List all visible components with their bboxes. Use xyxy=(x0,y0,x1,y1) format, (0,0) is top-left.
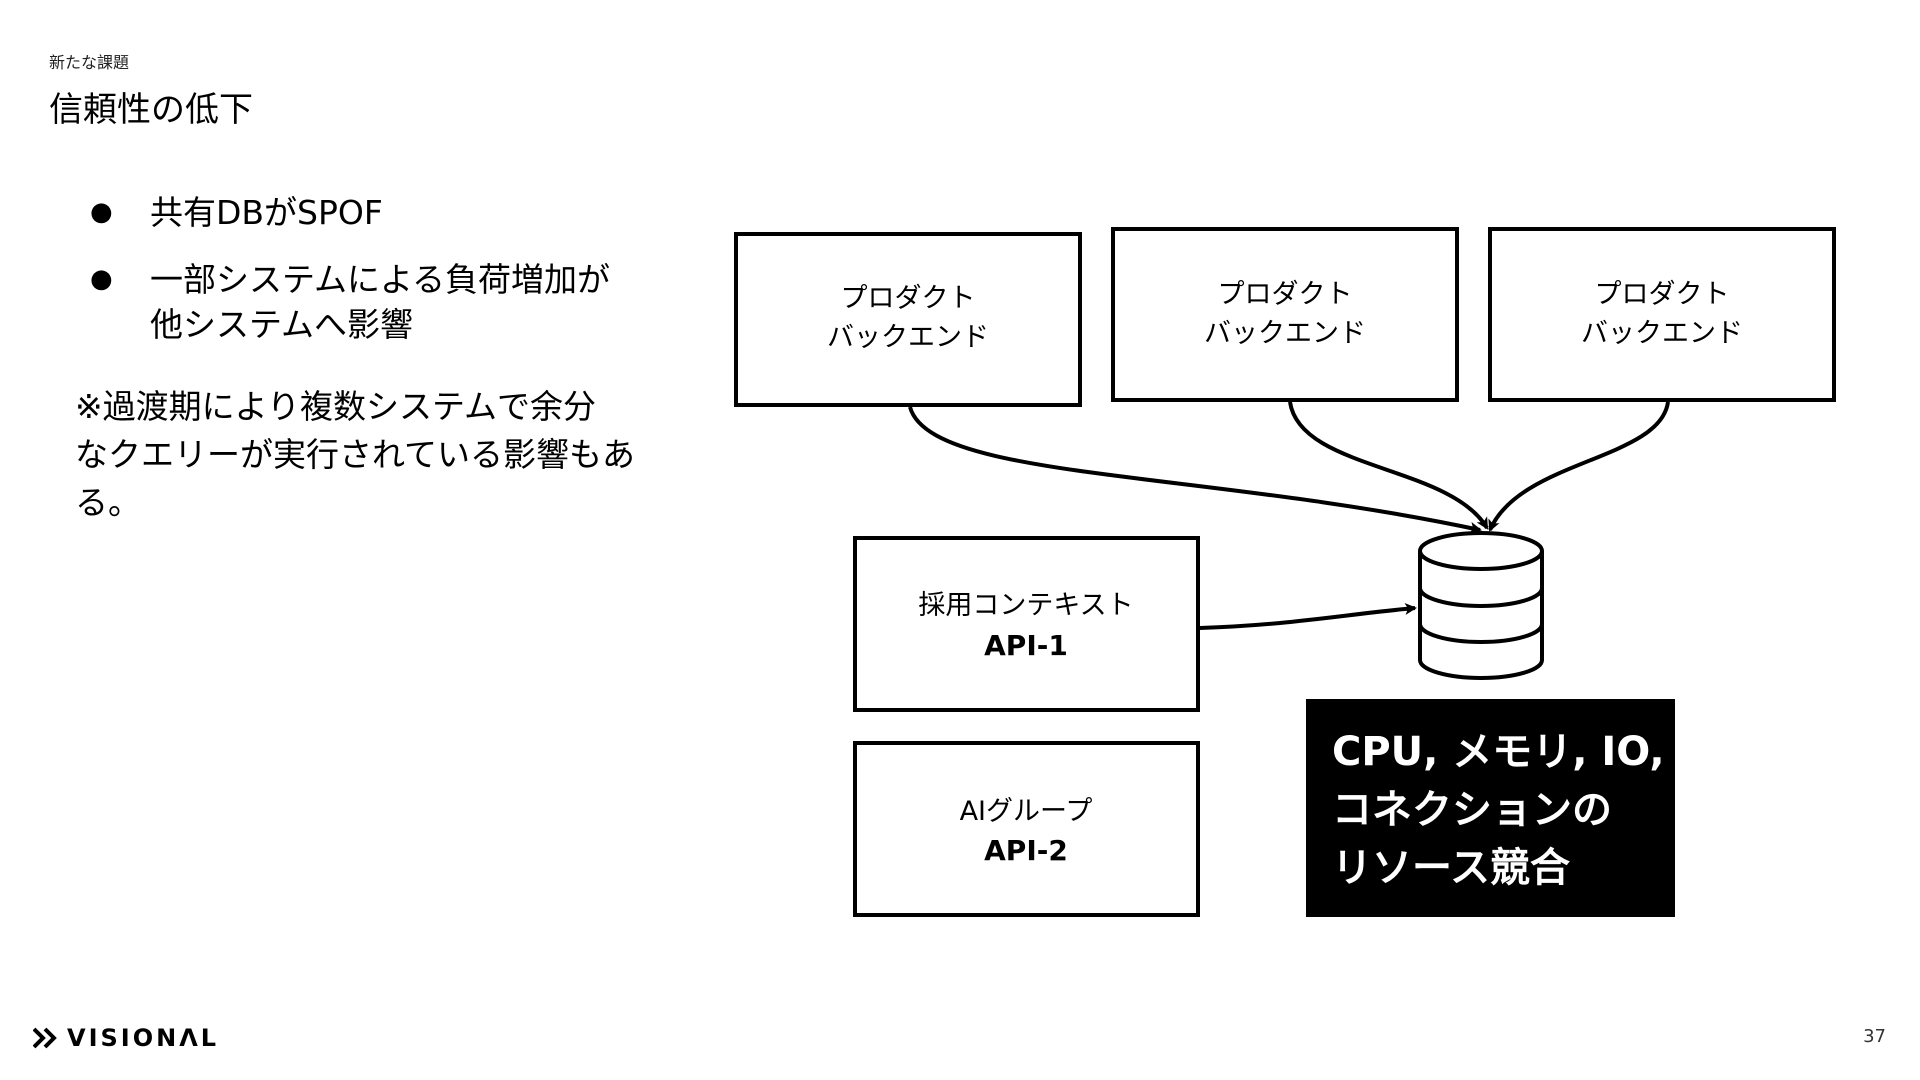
connector-backend-2-to-db xyxy=(1288,401,1489,530)
api-box: AIグループ API-2 xyxy=(853,741,1200,917)
product-backend-label: プロダクト xyxy=(1595,279,1730,310)
bullet-dot: ● xyxy=(90,264,113,294)
api-box-label: 採用コンテキスト xyxy=(918,590,1133,621)
product-backend-label: バックエンド xyxy=(1581,318,1743,349)
connector-backend-3-to-db xyxy=(1488,401,1670,532)
resource-contention-callout: CPU, メモリ, IO, コネクションの リソース競合 xyxy=(1306,699,1675,917)
api-box-label: AIグループ xyxy=(960,796,1093,827)
product-backend-label: プロダクト xyxy=(841,283,976,314)
callout-line: コネクションの xyxy=(1332,787,1612,833)
company-logo: VISIONΛL xyxy=(33,1024,219,1052)
page-number: 37 xyxy=(1863,1026,1886,1047)
api-box-name: API-1 xyxy=(984,629,1068,662)
slide-title: 信頼性の低下 xyxy=(49,90,253,130)
bullet-item: ● 一部システムによる負荷増加が 他システムへ影響 xyxy=(90,257,670,347)
api-box-name: API-2 xyxy=(984,834,1068,867)
logo-wordmark: VISIONΛL xyxy=(67,1024,220,1052)
slide-kicker: 新たな課題 xyxy=(49,53,130,72)
bullet-text: 一部システムによる負荷増加が xyxy=(150,260,611,299)
callout-line: CPU, メモリ, IO, xyxy=(1332,729,1665,775)
bullet-text-continued: 他システムへ影響 xyxy=(150,305,414,344)
note-text: ※過渡期により複数システムで余分 なクエリーが実行されている影響もあ る。 xyxy=(75,383,655,527)
connector-api1-to-db xyxy=(1199,602,1417,630)
bullet-list: ● 共有DBがSPOF ● 一部システムによる負荷増加が 他システムへ影響 xyxy=(90,190,670,369)
product-backend-box: プロダクト バックエンド xyxy=(1111,227,1459,402)
note-line: る。 xyxy=(75,483,141,522)
double-chevron-icon xyxy=(33,1027,57,1049)
bullet-item: ● 共有DBがSPOF xyxy=(90,190,670,235)
api-box: 採用コンテキスト API-1 xyxy=(853,536,1200,712)
bullet-text: 共有DBがSPOF xyxy=(150,193,383,232)
note-line: ※過渡期により複数システムで余分 xyxy=(75,387,597,426)
callout-line: リソース競合 xyxy=(1332,845,1570,891)
product-backend-label: バックエンド xyxy=(1204,318,1366,349)
product-backend-label: プロダクト xyxy=(1218,279,1353,310)
database-icon xyxy=(1418,531,1544,680)
note-line: なクエリーが実行されている影響もあ xyxy=(75,435,636,474)
product-backend-box: プロダクト バックエンド xyxy=(1488,227,1836,402)
bullet-dot: ● xyxy=(90,197,113,227)
connector-backend-1-to-db xyxy=(908,406,1482,534)
product-backend-box: プロダクト バックエンド xyxy=(734,232,1082,407)
product-backend-label: バックエンド xyxy=(827,322,989,353)
